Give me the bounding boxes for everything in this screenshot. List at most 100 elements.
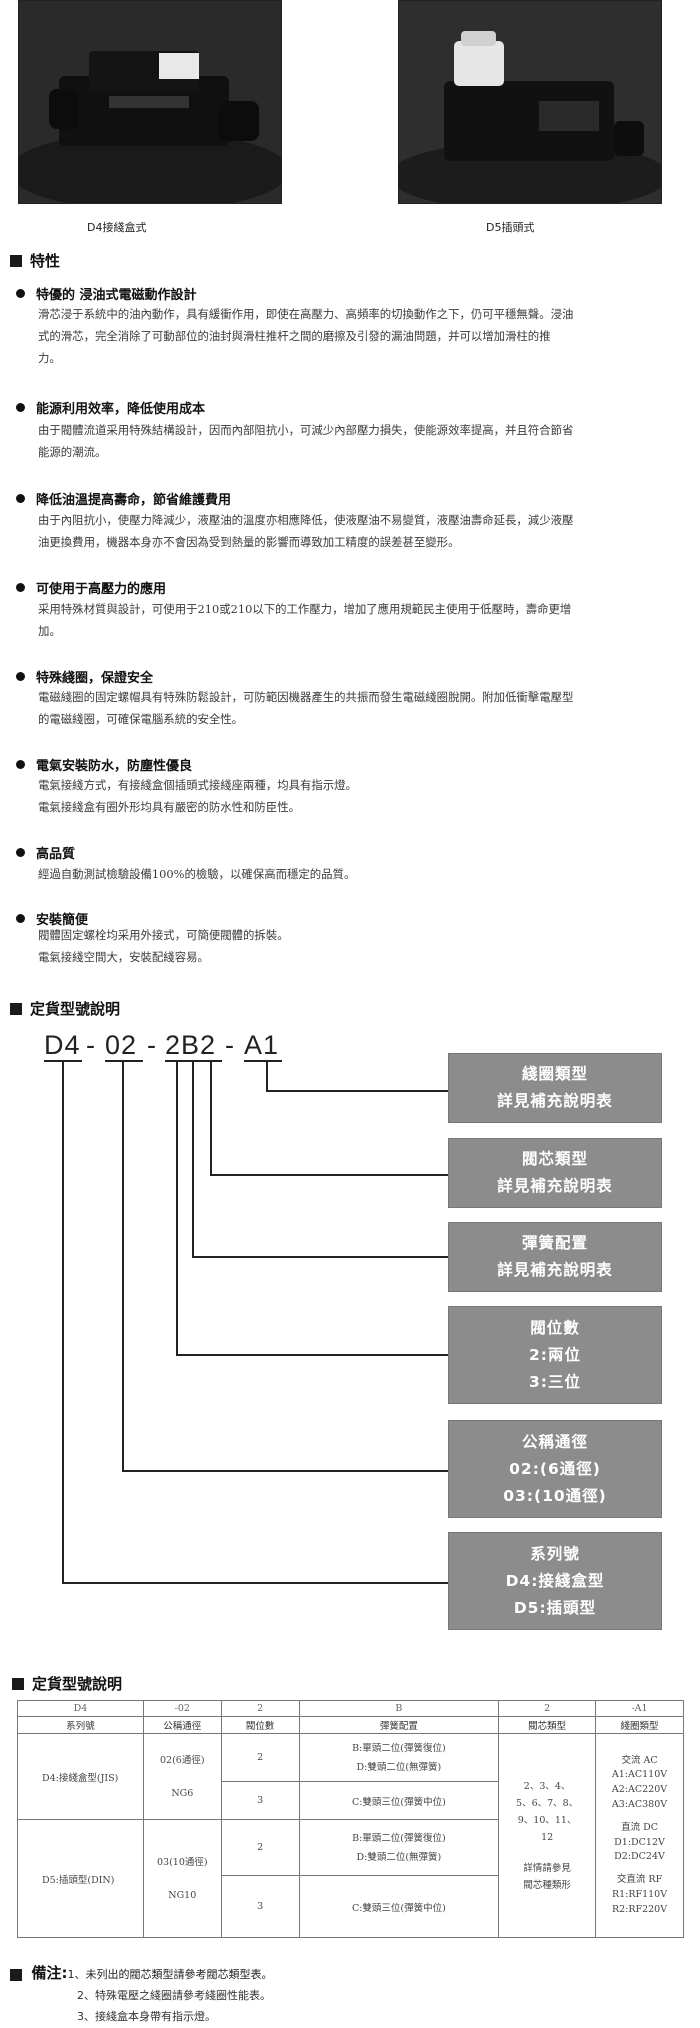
section-square-icon [12,1677,24,1690]
feature-title: 特殊綫圈，保證安全 [16,667,153,686]
connector-line [122,1062,124,1472]
table-row: 3 C:雙頭三位(彈簧中位) [18,1875,684,1938]
code-dash: - [225,1030,235,1060]
connector-line [192,1256,448,1258]
code-cell: D4 [17,1700,144,1717]
code-coil: A1 [244,1030,280,1060]
code-dash: - [147,1030,157,1060]
bullet-icon [16,494,25,503]
section-square-icon [10,1969,22,1981]
code-bore: 02 [105,1030,138,1060]
spring-cell: C:雙頭三位(彈簧中位) [298,1875,500,1938]
features-heading: 特性 [10,250,60,271]
code-cell: 2 [498,1700,597,1717]
feature-description: 由于內阻抗小，使壓力降減少，液壓油的溫度亦相應降低，使液壓油不易變質，液壓油壽命… [38,513,574,549]
code-cell: B [298,1700,500,1717]
series-cell: D4:接綫盒型(JIS) [17,1733,144,1820]
connector-line [266,1062,268,1092]
feature-description: 電磁綫圈的固定螺帽具有特殊防鬆設計，可防範因機器產生的共振而發生電磁綫圈脫開。附… [38,690,574,726]
note-item: 2、特殊電壓之綫圈請參考綫圈性能表。 [77,1989,271,2002]
connector-line [62,1062,64,1584]
positions-cell: 2 [220,1819,300,1876]
bullet-icon [16,289,25,298]
bore-cell: 03(10通徑)NG10 [142,1819,222,1938]
box-spool-type: 閥芯類型詳見補充說明表 [448,1138,662,1208]
feature-description: 電氣接綫方式，有接綫盒個插頭式接綫座兩種，均具有指示燈。電氣接綫盒有圈外形均具有… [38,778,357,814]
column-header: 公稱通徑 [142,1716,222,1734]
code-underline [44,1060,82,1062]
code-underline [165,1060,222,1062]
table-row: 系列號 公稱通徑 閥位數 彈簧配置 閥芯類型 綫圈類型 [17,1716,684,1734]
note-item: 3、接綫盒本身帶有指示燈。 [77,2010,216,2023]
table-row: D4 -02 2 B 2 -A1 [17,1700,684,1717]
feature-title: 降低油溫提高壽命，節省維護費用 [16,489,231,508]
series-cell: D5:插頭型(DIN) [17,1819,144,1938]
positions-cell: 3 [220,1875,300,1938]
column-header: 系列號 [17,1716,144,1734]
notes: 備注:1、未列出的閥芯類型請參考閥芯類型表。 [10,1962,273,1983]
connector-line [122,1470,448,1472]
note-item: 1、未列出的閥芯類型請參考閥芯類型表。 [67,1968,273,1981]
connector-line [192,1062,194,1258]
feature-description: 采用特殊材質與設計，可使用于210或210以下的工作壓力，增加了應用規範民主使用… [38,602,572,638]
feature-description: 滑芯浸于系統中的油內動作，具有緩衝作用，即使在高壓力、高頻率的切換動作之下，仍可… [38,307,574,365]
connector-line [210,1174,448,1176]
bullet-icon [16,914,25,923]
bullet-icon [16,848,25,857]
connector-line [176,1062,178,1356]
feature-description: 閥體固定螺栓均采用外接式，可簡便閥體的拆裝。電氣接綫空間大，安裝配綫容易。 [38,928,289,964]
feature-title: 高品質 [16,843,75,862]
spring-cell: B:單頭二位(彈簧復位)D:雙頭二位(無彈簧) [298,1819,500,1876]
table-row: 3 C:雙頭三位(彈簧中位) [18,1781,684,1820]
connector-line [210,1062,212,1176]
connector-line [62,1582,448,1584]
photo-d4-junction-box-valve [18,0,282,204]
bullet-icon [16,672,25,681]
code-cell: 2 [220,1700,300,1717]
feature-title: 電氣安裝防水，防塵性優良 [16,755,192,774]
photo-caption-d4: D4接綫盒式 [87,221,147,234]
code-underline [244,1060,282,1062]
feature-title: 可使用于高壓力的應用 [16,578,166,597]
photo-caption-d5: D5插頭式 [486,221,535,234]
feature-title: 能源利用效率，降低使用成本 [16,398,205,417]
table-row: D4:接綫盒型(JIS) 02(6通徑)NG6 2 B:單頭二位(彈簧復位)D:… [17,1733,684,1938]
connector-line [266,1090,448,1092]
code-cell: -A1 [595,1700,684,1717]
positions-cell: 3 [220,1781,300,1820]
order-code-table: D4 -02 2 B 2 -A1 系列號 公稱通徑 閥位數 彈簧配置 閥芯類型 … [17,1700,684,1938]
order-table-heading: 定貨型號說明 [12,1673,122,1694]
spring-cell: C:雙頭三位(彈簧中位) [298,1781,500,1820]
bullet-icon [16,760,25,769]
section-square-icon [10,254,22,267]
code-dash: - [86,1030,96,1060]
code-underline [105,1060,143,1062]
bore-cell: 02(6通徑)NG6 [142,1733,222,1820]
column-header: 閥芯類型 [498,1716,597,1734]
connector-line [176,1354,448,1356]
column-header: 綫圈類型 [595,1716,684,1734]
box-coil-type: 綫圈類型詳見補充說明表 [448,1053,662,1123]
order-code-heading: 定貨型號說明 [10,998,120,1019]
column-header: 閥位數 [220,1716,300,1734]
bullet-icon [16,403,25,412]
feature-description: 經過自動測試檢驗設備100%的檢驗，以確保高而穩定的品質。 [38,867,356,881]
code-spool-spring: 2B2 [165,1030,217,1060]
feature-title: 特優的 浸油式電磁動作設計 [16,284,197,303]
positions-cell: 2 [220,1733,300,1782]
code-series: D4 [44,1030,81,1060]
section-square-icon [10,1002,22,1015]
box-spring-config: 彈簧配置詳見補充說明表 [448,1222,662,1292]
spring-cell: B:單頭二位(彈簧復位)D:雙頭二位(無彈簧) [298,1733,500,1782]
code-cell: -02 [142,1700,222,1717]
column-header: 彈簧配置 [298,1716,500,1734]
feature-title: 安裝簡便 [16,909,88,928]
bullet-icon [16,583,25,592]
feature-description: 由于閥體流道采用特殊結構設計，因而內部阻抗小，可減少內部壓力損失，使能源效率提高… [38,423,574,459]
table-row: D5:插頭型(DIN) 03(10通徑)NG10 2 B:單頭二位(彈簧復位)D… [17,1819,684,1938]
